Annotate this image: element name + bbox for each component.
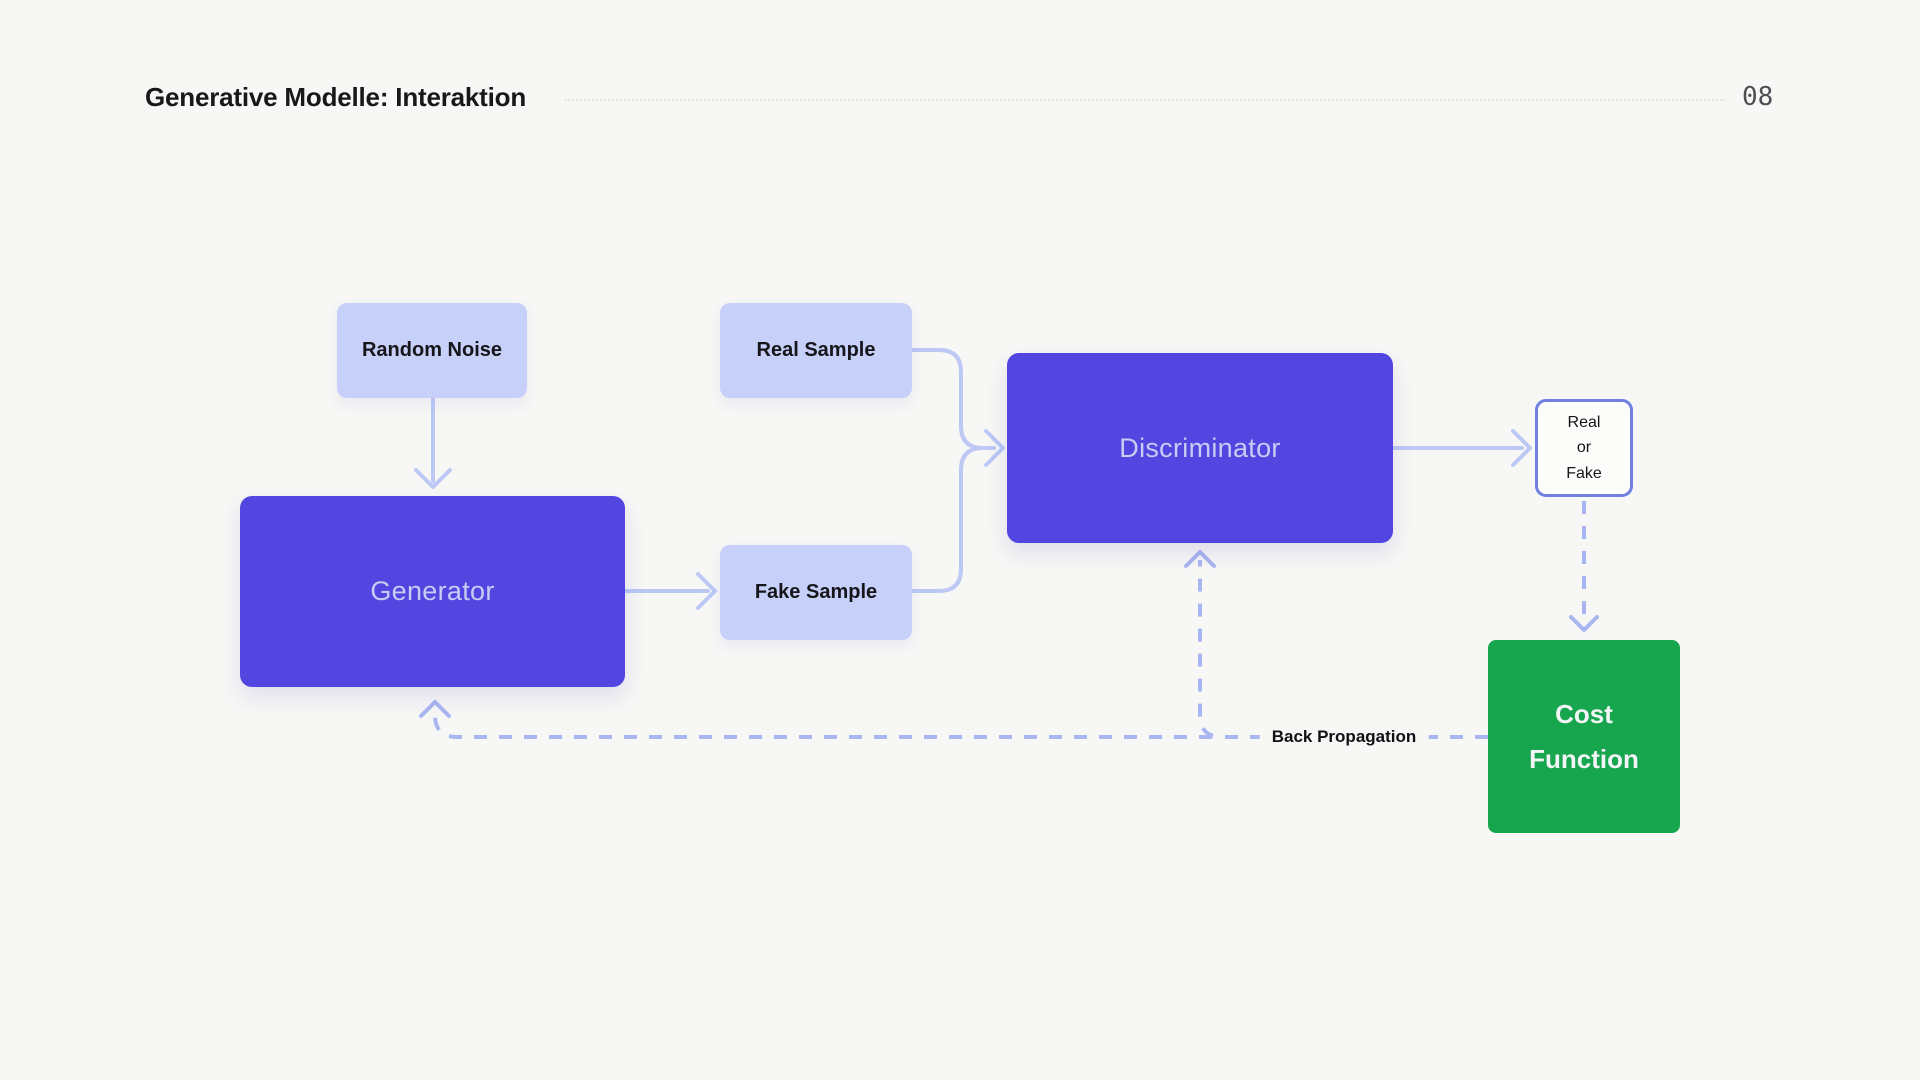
node-real-sample: Real Sample [720,303,912,398]
node-random-noise: Random Noise [337,303,527,398]
real-or-fake-line: Fake [1566,464,1602,482]
arrowhead-up-icon [1184,550,1216,568]
edge-cost-to-generator [433,708,1212,739]
arrowhead-right-icon [984,429,1005,467]
title-dotted-divider [565,99,1725,101]
arrowhead-right-icon [696,572,717,610]
edge-real-to-discriminator [910,348,996,450]
back-propagation-label: Back Propagation [1259,723,1429,751]
real-or-fake-line: or [1576,439,1592,457]
cost-function-line: Function [1529,743,1639,774]
node-cost-function: Cost Function [1488,640,1680,833]
arrowhead-down-icon [414,468,452,489]
node-discriminator: Discriminator [1007,353,1393,543]
slide-title: Generative Modelle: Interaktion [145,82,527,112]
arrowhead-up-icon [419,700,451,718]
page-number: 08 [1742,82,1774,112]
node-fake-sample: Fake Sample [720,545,912,640]
arrowhead-right-icon [1511,429,1532,467]
edge-fake-to-discriminator [910,446,996,593]
edge-cost-to-discriminator [1198,560,1488,739]
arrowhead-down-icon [1569,615,1599,632]
node-real-or-fake: Real or Fake [1535,399,1633,497]
real-or-fake-line: Real [1567,413,1601,431]
node-generator: Generator [240,496,625,687]
cost-function-line: Cost [1555,699,1613,730]
